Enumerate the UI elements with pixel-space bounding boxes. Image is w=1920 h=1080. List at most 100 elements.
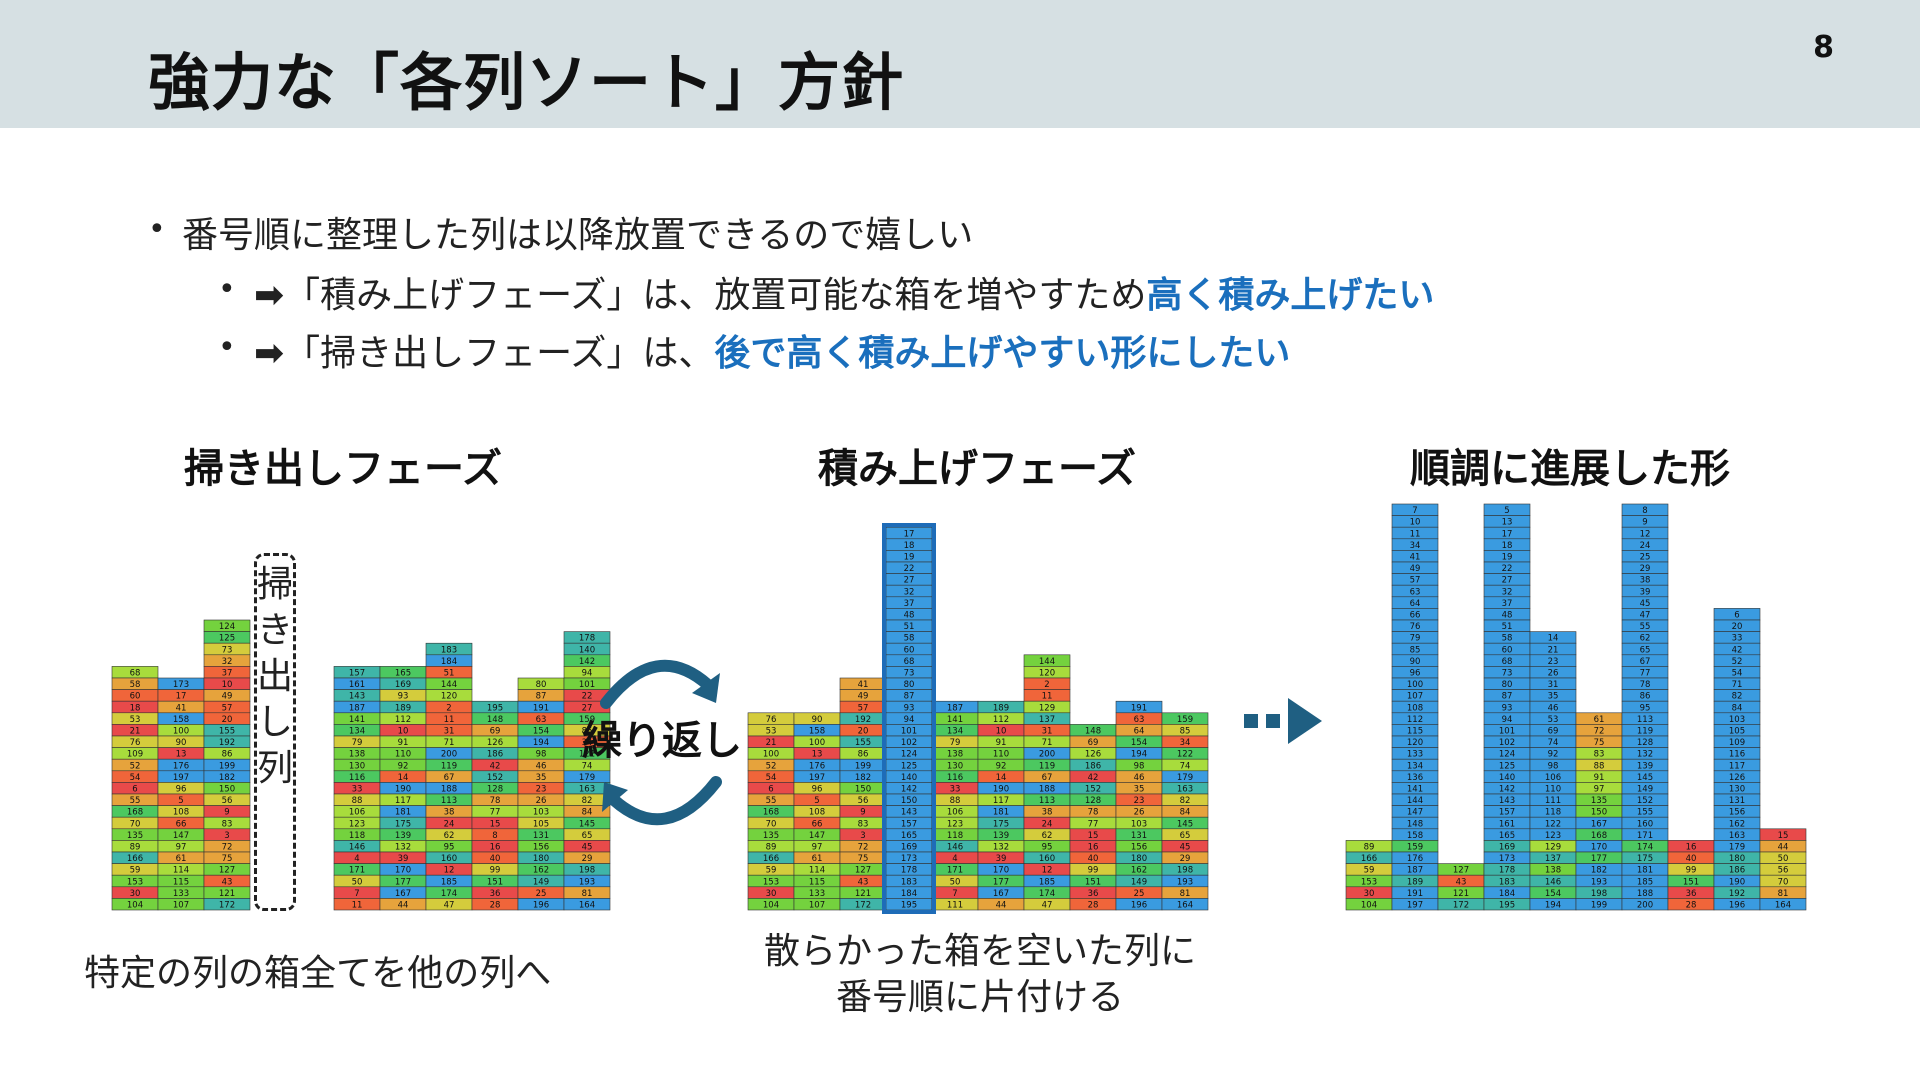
box-number: 151 — [487, 877, 503, 887]
box-number: 71 — [444, 738, 455, 748]
box-number: 133 — [809, 889, 825, 899]
box-number: 80 — [536, 680, 547, 690]
box-number: 116 — [1729, 750, 1745, 760]
box-number: 150 — [1591, 808, 1607, 818]
box-number: 174 — [441, 889, 457, 899]
box-number: 137 — [1545, 854, 1561, 864]
box-number: 146 — [1545, 877, 1561, 887]
box-number: 84 — [582, 808, 593, 818]
box-number: 175 — [395, 819, 411, 829]
box-number: 93 — [398, 692, 409, 702]
box-number: 99 — [1686, 866, 1697, 876]
box-number: 188 — [1039, 785, 1055, 795]
box-number: 117 — [395, 796, 411, 806]
box-number: 20 — [1732, 622, 1743, 632]
box-number: 173 — [901, 854, 917, 864]
box-number: 45 — [582, 843, 593, 853]
box-number: 44 — [398, 901, 409, 911]
box-number: 200 — [1637, 901, 1653, 911]
box-number: 154 — [1545, 889, 1561, 899]
box-number: 25 — [1640, 553, 1651, 563]
box-number: 198 — [1591, 889, 1607, 899]
box-number: 74 — [1548, 738, 1559, 748]
box-number: 179 — [1729, 843, 1745, 853]
box-number: 15 — [1088, 831, 1099, 841]
box-number: 109 — [1729, 738, 1745, 748]
box-number: 108 — [1407, 703, 1423, 713]
box-number: 118 — [1545, 808, 1561, 818]
box-number: 85 — [1410, 645, 1421, 655]
box-number: 161 — [1499, 819, 1515, 829]
box-number: 127 — [855, 866, 871, 876]
box-number: 23 — [1548, 657, 1559, 667]
box-number: 154 — [533, 727, 549, 737]
box-number: 97 — [1594, 785, 1605, 795]
box-number: 168 — [763, 808, 779, 818]
sweep-stack-column: 1781401429410122271598534122741791638284… — [563, 631, 611, 911]
box-number: 22 — [904, 564, 915, 574]
box-number: 18 — [904, 541, 915, 551]
next-arrow-icon — [1244, 698, 1322, 744]
box-number: 149 — [533, 877, 549, 887]
box-number: 124 — [1499, 750, 1515, 760]
result-stack-column: 7101134414957636466767985909610010710811… — [1391, 503, 1439, 911]
box-number: 165 — [1499, 831, 1515, 841]
box-number: 178 — [1499, 866, 1515, 876]
box-number: 146 — [349, 843, 365, 853]
box-number: 62 — [444, 831, 455, 841]
box-number: 10 — [398, 727, 409, 737]
box-number: 171 — [1637, 831, 1653, 841]
stack-caption-line-2: 番号順に片付ける — [835, 977, 1124, 1018]
box-number: 87 — [1502, 692, 1513, 702]
box-number: 138 — [349, 750, 365, 760]
box-number: 158 — [809, 727, 825, 737]
box-number: 69 — [490, 727, 501, 737]
box-number: 48 — [904, 611, 915, 621]
box-number: 157 — [1499, 808, 1515, 818]
box-number: 170 — [993, 866, 1009, 876]
box-number: 72 — [858, 843, 869, 853]
box-number: 196 — [1131, 901, 1147, 911]
box-number: 142 — [901, 785, 917, 795]
box-number: 196 — [533, 901, 549, 911]
box-number: 53 — [130, 715, 141, 725]
box-number: 173 — [1499, 854, 1515, 864]
loop-label: 繰り返し — [582, 718, 742, 764]
box-number: 197 — [1407, 901, 1423, 911]
box-number: 126 — [487, 738, 503, 748]
box-number: 190 — [993, 785, 1009, 795]
box-number: 105 — [1729, 727, 1745, 737]
bullet-3-text: 「掃き出しフェーズ」は、 — [284, 333, 715, 374]
box-number: 119 — [441, 761, 457, 771]
box-number: 170 — [395, 866, 411, 876]
stack-stack-column: 1598534122741791638284145654529198193811… — [1161, 712, 1209, 911]
box-number: 191 — [1407, 889, 1423, 899]
box-number: 27 — [582, 703, 593, 713]
box-number: 152 — [1085, 785, 1101, 795]
box-number: 54 — [766, 773, 777, 783]
box-number: 9 — [1642, 518, 1647, 528]
box-number: 119 — [1039, 761, 1055, 771]
box-number: 187 — [947, 703, 963, 713]
box-number: 153 — [763, 877, 779, 887]
bullet-dot: • — [218, 272, 236, 307]
box-number: 122 — [1177, 750, 1193, 760]
box-number: 176 — [173, 761, 189, 771]
box-number: 106 — [947, 808, 963, 818]
box-number: 33 — [950, 785, 961, 795]
box-number: 46 — [1548, 703, 1559, 713]
box-number: 36 — [490, 889, 501, 899]
box-number: 130 — [947, 761, 963, 771]
box-number: 132 — [1637, 750, 1653, 760]
box-number: 50 — [950, 877, 961, 887]
box-number: 117 — [993, 796, 1009, 806]
box-number: 147 — [173, 831, 189, 841]
box-number: 122 — [1545, 819, 1561, 829]
box-number: 33 — [352, 785, 363, 795]
box-number: 133 — [173, 889, 189, 899]
box-number: 57 — [1410, 576, 1421, 586]
box-number: 98 — [536, 750, 547, 760]
